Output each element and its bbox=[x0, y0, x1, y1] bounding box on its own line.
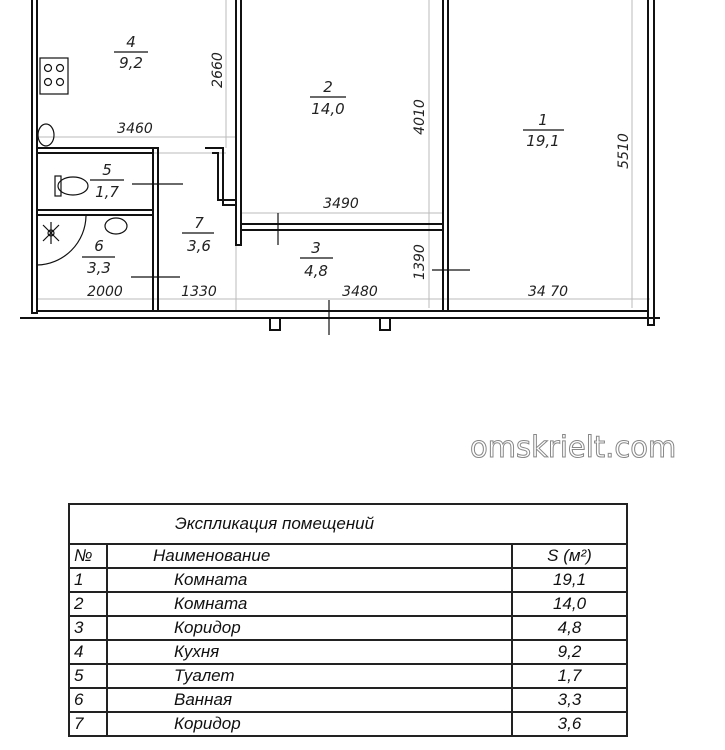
dimension-4010: 4010 bbox=[412, 99, 428, 135]
room-3-number: 3 bbox=[311, 239, 321, 257]
row-num: 3 bbox=[68, 615, 108, 641]
row-num: 2 bbox=[68, 591, 108, 617]
room-6-area: 3,3 bbox=[87, 259, 111, 277]
room-5-area: 1,7 bbox=[95, 183, 119, 201]
row-area: 4,8 bbox=[511, 615, 628, 641]
row-name: Туалет bbox=[106, 663, 513, 689]
room-5-number: 5 bbox=[102, 161, 112, 179]
row-num: 7 bbox=[68, 711, 108, 737]
row-name: Комната bbox=[106, 591, 513, 617]
stove-icon bbox=[39, 57, 69, 95]
row-num: 5 bbox=[68, 663, 108, 689]
row-area: 9,2 bbox=[511, 639, 628, 665]
toilet-icon bbox=[54, 175, 89, 197]
dimension-3490: 3490 bbox=[323, 196, 359, 212]
dimension-5510: 5510 bbox=[616, 133, 632, 169]
row-area: 19,1 bbox=[511, 567, 628, 593]
room-2-area: 14,0 bbox=[311, 100, 344, 118]
header-num: № bbox=[68, 543, 108, 569]
room-1-area: 19,1 bbox=[526, 132, 559, 150]
row-name: Ванная bbox=[106, 687, 513, 713]
room-2-number: 2 bbox=[323, 78, 333, 96]
kitchen-sink-icon bbox=[37, 123, 55, 147]
table-header: № Наименование S (м²) bbox=[68, 543, 628, 569]
header-area: S (м²) bbox=[511, 543, 628, 569]
room-4-number: 4 bbox=[126, 33, 136, 51]
room-7-number: 7 bbox=[194, 214, 204, 232]
row-name: Коридор bbox=[106, 711, 513, 737]
room-1-number: 1 bbox=[538, 111, 548, 129]
watermark: omskrielt.com bbox=[469, 430, 677, 465]
room-7-area: 3,6 bbox=[187, 237, 211, 255]
header-name: Наименование bbox=[106, 543, 513, 569]
row-area: 3,6 bbox=[511, 711, 628, 737]
row-num: 1 bbox=[68, 567, 108, 593]
row-name: Коридор bbox=[106, 615, 513, 641]
room-3-area: 4,8 bbox=[304, 262, 328, 280]
dimension-2660: 2660 bbox=[210, 52, 226, 88]
dimension-1390: 1390 bbox=[412, 244, 428, 280]
row-num: 4 bbox=[68, 639, 108, 665]
bathroom-sink-icon bbox=[104, 217, 128, 235]
row-name: Кухня bbox=[106, 639, 513, 665]
dimension-3460: 3460 bbox=[117, 121, 153, 137]
row-area: 14,0 bbox=[511, 591, 628, 617]
room-4-area: 9,2 bbox=[119, 54, 143, 72]
row-num: 6 bbox=[68, 687, 108, 713]
room-explication-table: Экспликация помещений № Наименование S (… bbox=[68, 503, 628, 737]
row-area: 1,7 bbox=[511, 663, 628, 689]
dimension-3470: 34 70 bbox=[528, 284, 568, 300]
dimension-1330: 1330 bbox=[181, 284, 217, 300]
leader-lines bbox=[82, 51, 564, 335]
table-title: Экспликация помещений bbox=[68, 503, 628, 545]
room-6-number: 6 bbox=[94, 237, 104, 255]
dimension-3480: 3480 bbox=[342, 284, 378, 300]
dimension-2000: 2000 bbox=[87, 284, 123, 300]
row-area: 3,3 bbox=[511, 687, 628, 713]
floor-plan: 4 9,2 2 14,0 1 19,1 5 1,7 7 3,6 6 3,3 3 … bbox=[20, 0, 660, 335]
shower-icon bbox=[36, 215, 87, 266]
walls bbox=[20, 0, 660, 331]
row-name: Комната bbox=[106, 567, 513, 593]
